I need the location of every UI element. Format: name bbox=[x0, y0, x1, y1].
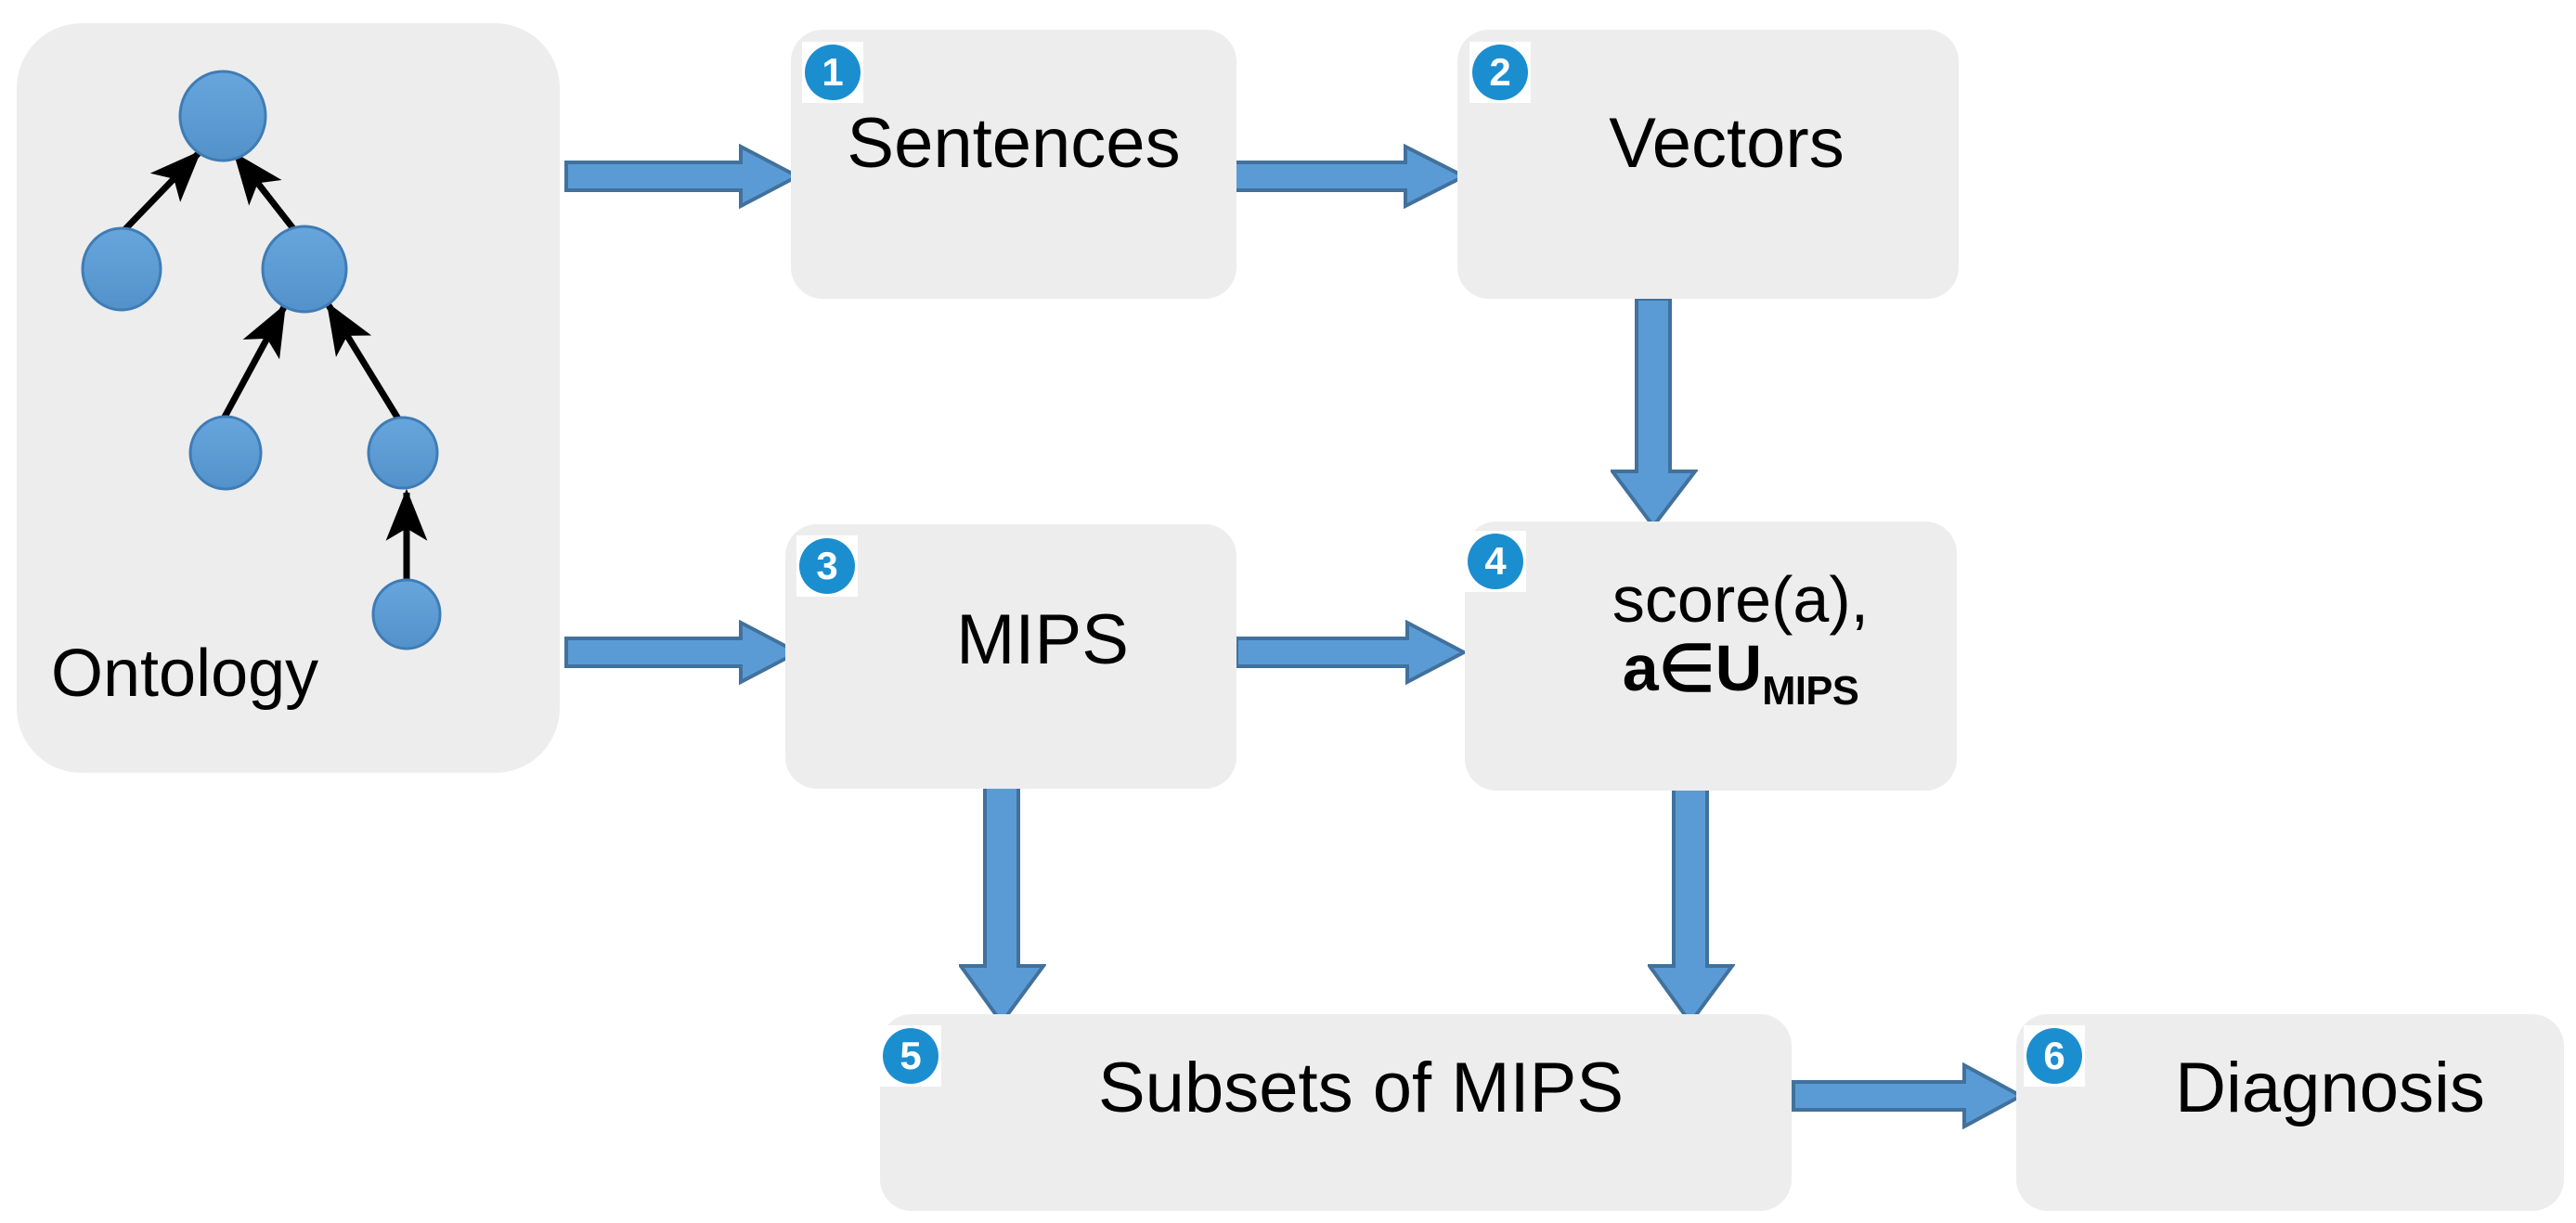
arrow-mips-to-score bbox=[1235, 620, 1467, 685]
vectors-box[interactable] bbox=[1457, 30, 1959, 299]
ontology-tree-graphic bbox=[81, 70, 442, 650]
arrow-sentences-to-vectors bbox=[1223, 144, 1467, 209]
ontology-label: Ontology bbox=[51, 637, 319, 711]
step-badge-3: 3 bbox=[796, 535, 858, 597]
vectors-label: Vectors bbox=[1609, 104, 1845, 183]
score-line-2-subscript: MIPS bbox=[1762, 668, 1859, 714]
ontology-edges bbox=[119, 149, 428, 582]
step-badge-1-number: 1 bbox=[805, 45, 861, 100]
score-label: score(a), a∈UMIPS bbox=[1495, 563, 1987, 714]
diagnosis-label: Diagnosis bbox=[2175, 1049, 2485, 1127]
score-box[interactable] bbox=[1465, 521, 1957, 791]
subsets-of-mips-box[interactable] bbox=[880, 1014, 1792, 1211]
step-badge-1: 1 bbox=[802, 42, 863, 103]
score-line-2: a∈UMIPS bbox=[1495, 631, 1987, 714]
step-badge-4: 4 bbox=[1465, 531, 1526, 592]
ontology-box[interactable] bbox=[17, 23, 560, 773]
arrow-ontology-to-sentences bbox=[564, 144, 800, 209]
arrow-ontology-to-mips bbox=[564, 620, 800, 685]
step-badge-6-number: 6 bbox=[2026, 1028, 2082, 1084]
step-badge-3-number: 3 bbox=[799, 538, 855, 594]
diagnosis-box[interactable] bbox=[2016, 1014, 2564, 1211]
step-badge-5-number: 5 bbox=[883, 1028, 938, 1084]
arrow-vectors-to-score bbox=[1611, 297, 1698, 529]
mips-box[interactable] bbox=[785, 524, 1236, 789]
step-badge-2-number: 2 bbox=[1472, 45, 1528, 100]
arrow-mips-to-subsets bbox=[959, 784, 1046, 1025]
score-line-2-prefix: a∈U bbox=[1622, 631, 1763, 704]
score-line-1: score(a), bbox=[1612, 563, 1870, 636]
step-badge-6: 6 bbox=[2024, 1025, 2085, 1087]
sentences-label: Sentences bbox=[847, 104, 1181, 183]
subsets-of-mips-label: Subsets of MIPS bbox=[1097, 1049, 1625, 1127]
ontology-nodes bbox=[81, 70, 442, 650]
mips-label: MIPS bbox=[956, 600, 1129, 679]
arrow-subsets-to-diagnosis bbox=[1792, 1062, 2024, 1129]
arrow-score-to-subsets bbox=[1648, 784, 1735, 1025]
step-badge-5: 5 bbox=[880, 1025, 941, 1087]
step-badge-2: 2 bbox=[1469, 42, 1531, 103]
sentences-box[interactable] bbox=[791, 30, 1236, 299]
step-badge-4-number: 4 bbox=[1468, 534, 1523, 589]
